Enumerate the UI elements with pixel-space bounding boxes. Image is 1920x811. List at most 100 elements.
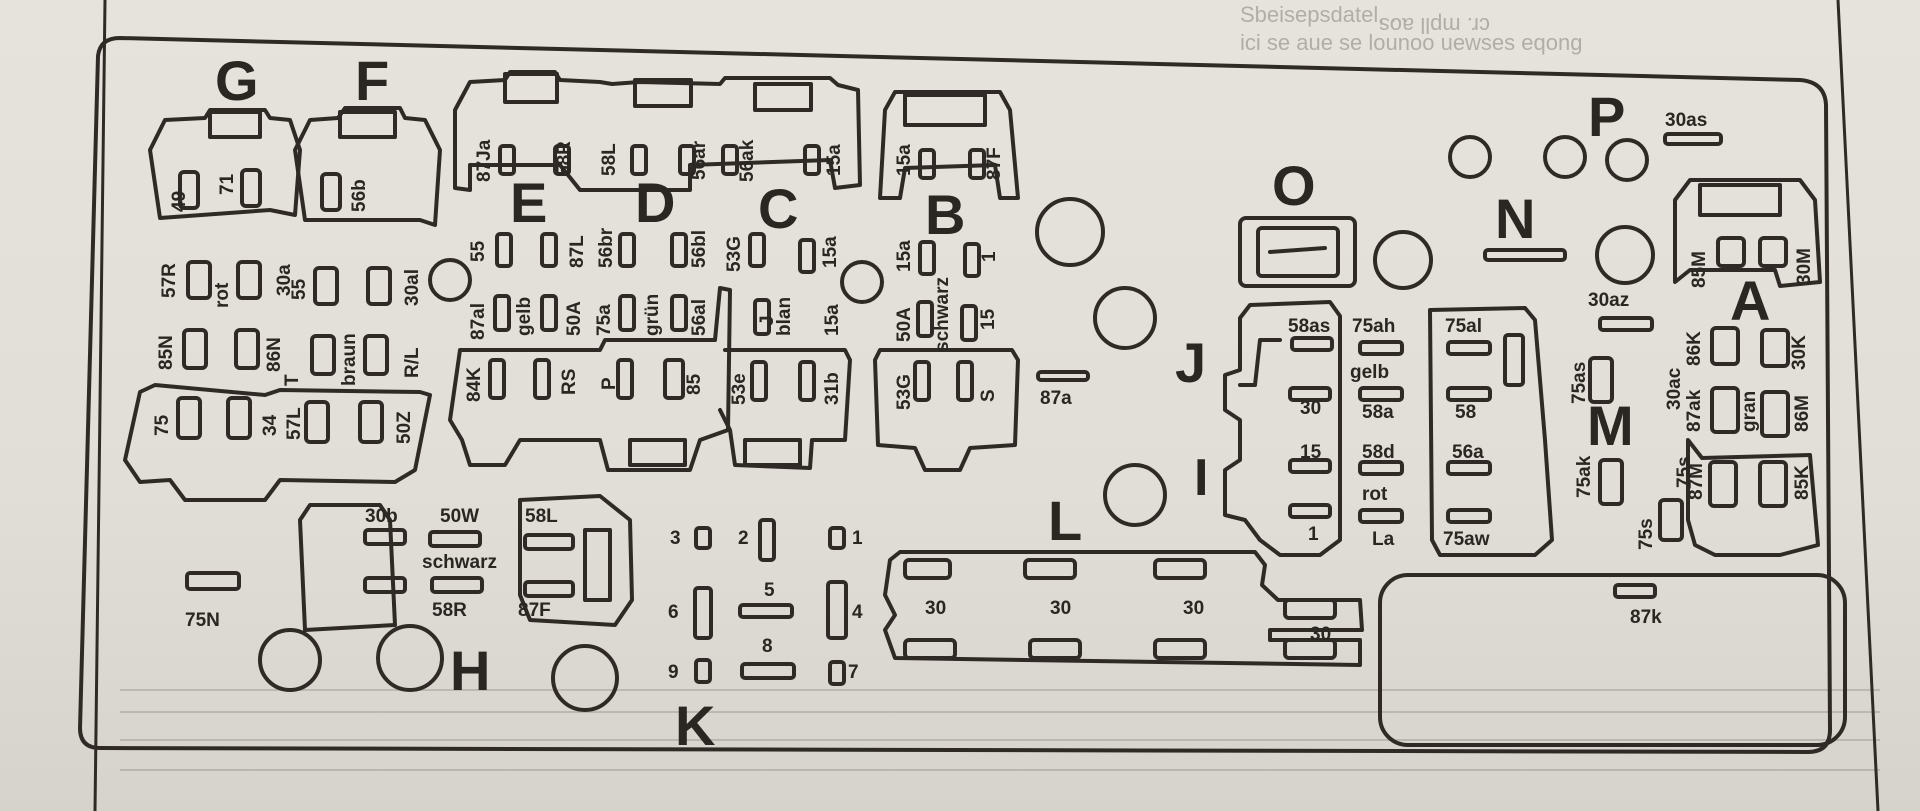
label-30al: 30al xyxy=(402,269,423,306)
label-53g-b: 53G xyxy=(894,374,915,410)
label-30az: 30az xyxy=(1588,290,1629,311)
block-letter-j: J xyxy=(1175,331,1206,394)
label-75aw: 75aw xyxy=(1443,529,1490,550)
page-right-rule xyxy=(1836,0,1880,811)
label-blan: blan xyxy=(774,297,795,336)
n-slot xyxy=(1483,248,1567,262)
label-15-b: 15 xyxy=(978,308,999,330)
label-grun: grün xyxy=(642,294,663,336)
label-k8: 8 xyxy=(762,636,773,657)
label-85k: 85K xyxy=(1792,465,1813,500)
label-schwarz-h: schwarz xyxy=(422,552,497,573)
label-55: 55 xyxy=(468,240,489,262)
relay-socket-g xyxy=(148,108,302,220)
label-rl: R/L xyxy=(402,347,423,378)
label-85n: 85N xyxy=(156,335,177,370)
h-holes xyxy=(258,624,619,712)
label-58as: 58as xyxy=(1288,316,1330,337)
lower-right-box xyxy=(1378,573,1847,747)
label-30ac: 30ac xyxy=(1664,367,1685,410)
label-50a: 50A xyxy=(564,301,585,336)
label-87f-b: 87F xyxy=(984,147,1005,180)
label-k1: 1 xyxy=(852,528,863,549)
bleed-line-3: ici se aue se lounoo uewses eqong xyxy=(1240,30,1582,55)
label-15a-b2: 15a xyxy=(894,240,915,272)
p-slot xyxy=(1036,132,1723,382)
label-50w: 50W xyxy=(440,506,479,527)
block-letter-c: C xyxy=(758,177,798,240)
label-86n: 86N xyxy=(264,337,285,372)
label-15a-d: 15a xyxy=(822,304,843,336)
label-30k: 30K xyxy=(1789,335,1810,370)
block-letter-n: N xyxy=(1495,187,1535,250)
label-57l: 57L xyxy=(284,407,305,440)
label-k6: 6 xyxy=(668,602,679,623)
block-letter-e: E xyxy=(510,171,547,234)
label-85m: 85M xyxy=(1689,251,1710,288)
label-l30-1: 30 xyxy=(925,598,946,619)
label-l30-4: 30 xyxy=(1310,624,1331,645)
relay-socket-edc xyxy=(453,70,862,192)
bleed-line-1: cr. mpll aos xyxy=(1379,13,1490,38)
a-relay-block xyxy=(1588,178,1822,557)
label-75ak: 75ak xyxy=(1574,455,1595,498)
label-k2: 2 xyxy=(738,528,749,549)
label-87k: 87k xyxy=(1630,607,1662,628)
relay-socket-lower-b xyxy=(873,348,1020,472)
label-56bl: 56bl xyxy=(689,230,710,268)
label-85: 85 xyxy=(684,373,705,395)
relay-socket-f xyxy=(293,106,442,227)
block-letter-d: D xyxy=(635,171,675,234)
label-j30: 30 xyxy=(1300,398,1321,419)
label-87f-h: 87F xyxy=(518,600,551,621)
label-j58a: 58a xyxy=(1362,402,1394,423)
label-k3: 3 xyxy=(670,528,681,549)
label-87l: 87L xyxy=(567,235,588,268)
block-letter-a: A xyxy=(1730,269,1770,332)
label-87a: 87a xyxy=(1040,388,1072,409)
label-34: 34 xyxy=(260,414,281,436)
label-31b: 31b xyxy=(822,372,843,405)
label-k4: 4 xyxy=(852,602,863,623)
bleed-through-bottom xyxy=(120,689,1880,771)
label-53e: 53e xyxy=(729,373,750,405)
block-letter-p: P xyxy=(1588,85,1625,148)
label-braun: braun xyxy=(339,333,360,386)
label-49: 49 xyxy=(169,191,190,212)
label-56br: 56br xyxy=(596,227,617,268)
label-75s: 75s xyxy=(1674,456,1695,488)
label-s: S xyxy=(978,389,999,402)
label-87ja: 87Ja xyxy=(474,139,495,182)
label-86k: 86K xyxy=(1684,331,1705,366)
label-k7: 7 xyxy=(848,662,859,683)
label-53g: 53G xyxy=(724,236,745,272)
label-15a-c: 15a xyxy=(820,236,841,268)
label-75as: 75as xyxy=(1569,362,1590,404)
block-letter-b: B xyxy=(925,183,965,246)
label-84k: 84K xyxy=(464,367,485,402)
label-75: 75 xyxy=(152,414,173,436)
label-30b: 30b xyxy=(365,506,398,527)
label-schwarz: schwarz xyxy=(932,277,953,352)
label-75ah: 75ah xyxy=(1352,316,1395,337)
block-letter-i: I xyxy=(1194,449,1208,507)
label-87ak: 87ak xyxy=(1684,389,1705,432)
block-letter-f: F xyxy=(355,49,389,112)
label-50a-b: 50A xyxy=(894,307,915,342)
bleed-line-2: Sbeisepsdatel, ... xyxy=(1240,2,1409,27)
label-15a-top: 15a xyxy=(824,144,845,176)
page-left-rule xyxy=(93,0,107,811)
label-56al: 56al xyxy=(689,299,710,336)
label-j58d: 58d xyxy=(1362,442,1395,463)
board-outline xyxy=(78,36,1832,754)
bleed-through-text: cr. mpll aos Sbeisepsdatel, ... ici se a… xyxy=(1240,2,1582,55)
label-56b: 56b xyxy=(349,179,370,212)
label-gran: gran xyxy=(1739,391,1760,432)
label-rs: RS xyxy=(559,369,580,395)
terminal-labels: 49 71 56b 87Ja 58R 58L 56ar 56ak 15a 15a… xyxy=(152,110,1815,683)
left-socket-blocks xyxy=(123,260,432,502)
label-l30-3: 30 xyxy=(1183,598,1204,619)
label-j1: 1 xyxy=(1308,524,1319,545)
label-75a: 75a xyxy=(594,304,615,336)
